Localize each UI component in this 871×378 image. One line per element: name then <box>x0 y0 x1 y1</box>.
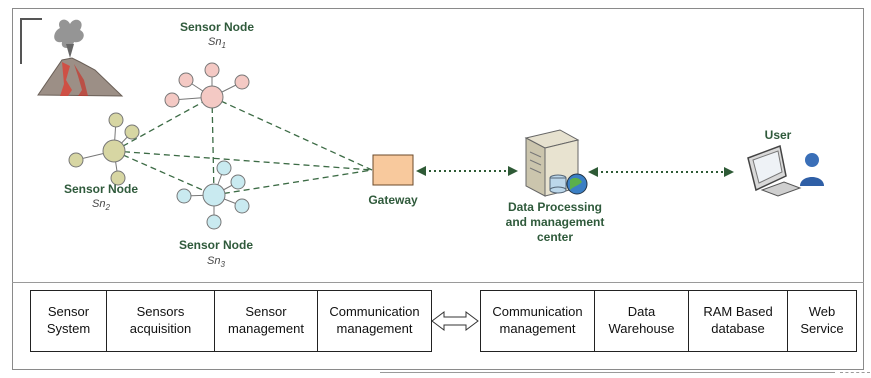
diagram-frame <box>12 8 864 370</box>
bottom-rule <box>380 372 835 373</box>
sensor-node-2 <box>68 112 140 186</box>
right-cell-web-service: Web Service <box>787 290 857 352</box>
bottom-rule-dashed <box>840 372 870 373</box>
sensor-node-2-id: Sn2 <box>92 198 110 213</box>
arrowhead-right-2 <box>724 167 734 177</box>
sensor-node-2-title: Sensor Node <box>63 182 138 196</box>
link-sn2-gateway <box>113 150 373 171</box>
link-sn1-gateway <box>211 96 373 171</box>
left-cell-communication-management: Communication management <box>317 290 432 352</box>
sensor-links <box>113 96 373 196</box>
user-label: User <box>764 128 792 142</box>
left-cell-sensor-system: Sensor System <box>30 290 107 352</box>
link-sn3-gateway <box>213 169 373 196</box>
sensor-node-3-title: Sensor Node <box>178 238 253 252</box>
layer-separator <box>12 282 864 283</box>
left-cell-sensor-management: Sensor management <box>214 290 318 352</box>
gateway-label: Gateway <box>368 193 418 207</box>
right-cell-communication-management: Communication management <box>480 290 595 352</box>
sensor-node-1 <box>164 62 250 109</box>
left-cell-sensors-acquisition: Sensors acquisition <box>106 290 215 352</box>
sensor-node-1-id: Sn1 <box>208 36 226 51</box>
right-cell-data-warehouse: Data Warehouse <box>594 290 689 352</box>
server-icon <box>524 129 588 197</box>
arrowhead-left-1 <box>416 166 426 176</box>
sensor-node-1-title: Sensor Node <box>179 20 254 34</box>
arrowhead-right-1 <box>508 166 518 176</box>
sensor-node-3-id: Sn3 <box>207 255 225 270</box>
data-center-label-line3: center <box>536 230 574 244</box>
data-center-label-line1: Data Processing <box>507 200 603 214</box>
link-sn1-sn3 <box>211 96 215 196</box>
data-center-label: Data Processing and management center <box>494 200 616 245</box>
layers-double-arrow <box>431 311 479 331</box>
user-workstation-icon <box>747 144 824 197</box>
volcano-icon <box>37 19 124 97</box>
gateway-box <box>372 154 414 186</box>
data-center-label-line2: and management <box>505 215 605 229</box>
right-cell-ram-database: RAM Based database <box>688 290 788 352</box>
link-sn2-sn3 <box>113 150 215 196</box>
sensor-node-3 <box>176 160 250 230</box>
arrowhead-left-2 <box>588 167 598 177</box>
link-sn2-sn1 <box>113 96 213 152</box>
corner-bracket <box>20 18 42 64</box>
